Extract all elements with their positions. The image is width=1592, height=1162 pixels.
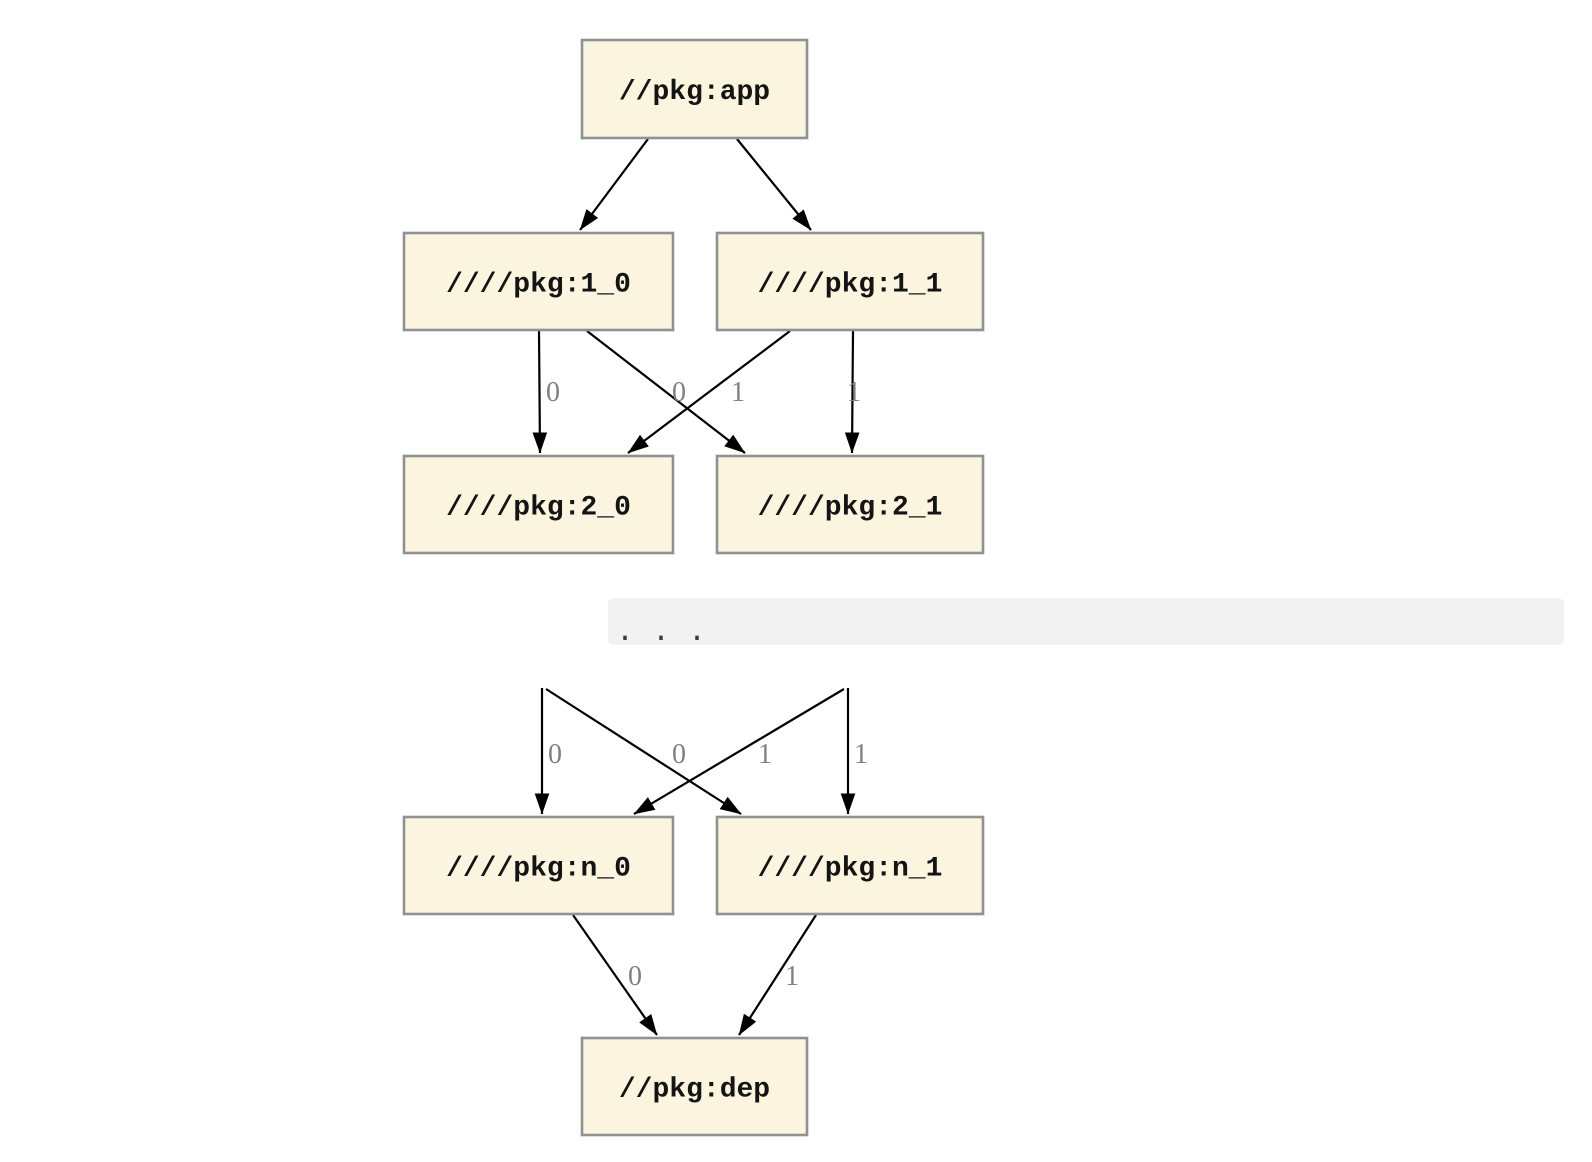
edge-label: 0 xyxy=(672,377,686,408)
edge-label: 1 xyxy=(785,961,799,992)
node-pkg1-1: ////pkg:1_1 xyxy=(715,231,985,332)
edge-app-to-pkg1-1 xyxy=(736,138,812,231)
ellipsis-band-bg xyxy=(608,598,1564,645)
edge-label: 0 xyxy=(546,377,560,408)
edge-pkgn-1-to-dep xyxy=(738,914,817,1036)
node-dep: //pkg:dep xyxy=(580,1036,809,1137)
node-pkg2-1: ////pkg:2_1 xyxy=(715,454,985,555)
edge-pkg1-0-to-pkg2-1 xyxy=(586,330,746,454)
node-pkg2-0-box xyxy=(402,454,675,555)
node-app-label: //pkg:app xyxy=(619,77,770,108)
node-pkg1-0-label: ////pkg:1_0 xyxy=(446,270,631,301)
edge-pkg1-1-to-pkg2-1 xyxy=(844,330,860,454)
node-pkgn-1-label: ////pkg:n_1 xyxy=(758,854,943,885)
edge-label: 0 xyxy=(672,739,686,770)
node-pkg2-0: ////pkg:2_0 xyxy=(402,454,675,555)
node-pkgn-0: ////pkg:n_0 xyxy=(402,815,675,916)
edge-label: 1 xyxy=(847,377,861,408)
node-pkg2-0-label: ////pkg:2_0 xyxy=(446,493,631,524)
node-dep-box xyxy=(580,1036,809,1137)
node-dep-label: //pkg:dep xyxy=(619,1075,770,1106)
node-pkg1-1-box xyxy=(715,231,985,332)
node-pkgn-0-label: ////pkg:n_0 xyxy=(446,854,631,885)
edge-label: 1 xyxy=(758,739,772,770)
node-app-box xyxy=(580,38,809,140)
edge-label: 1 xyxy=(731,377,745,408)
node-pkgn-1: ////pkg:n_1 xyxy=(715,815,985,916)
edge-pkgn-0-to-dep xyxy=(572,914,658,1036)
edge-app-to-pkg1-0 xyxy=(579,138,649,231)
ellipsis-band: . . . xyxy=(608,598,1564,650)
edge-hidden-right-to-pkgn-0 xyxy=(633,688,845,815)
node-pkgn-1-box xyxy=(715,815,985,916)
edge-pkg1-1-to-pkg2-0 xyxy=(627,330,791,454)
edge-label: 0 xyxy=(548,739,562,770)
edge-hidden-left-to-pkgn-1 xyxy=(545,688,742,815)
node-pkgn-0-box xyxy=(402,815,675,916)
node-pkg1-0-box xyxy=(402,231,675,332)
edge-label: 0 xyxy=(628,961,642,992)
edge-pkg1-0-to-pkg2-0 xyxy=(532,330,548,454)
node-pkg1-1-label: ////pkg:1_1 xyxy=(758,270,943,301)
node-app: //pkg:app xyxy=(580,38,809,140)
ellipsis-text: . . . xyxy=(616,616,706,650)
node-pkg1-0: ////pkg:1_0 xyxy=(402,231,675,332)
node-pkg2-1-box xyxy=(715,454,985,555)
edge-label: 1 xyxy=(854,739,868,770)
node-pkg2-1-label: ////pkg:2_1 xyxy=(758,493,943,524)
